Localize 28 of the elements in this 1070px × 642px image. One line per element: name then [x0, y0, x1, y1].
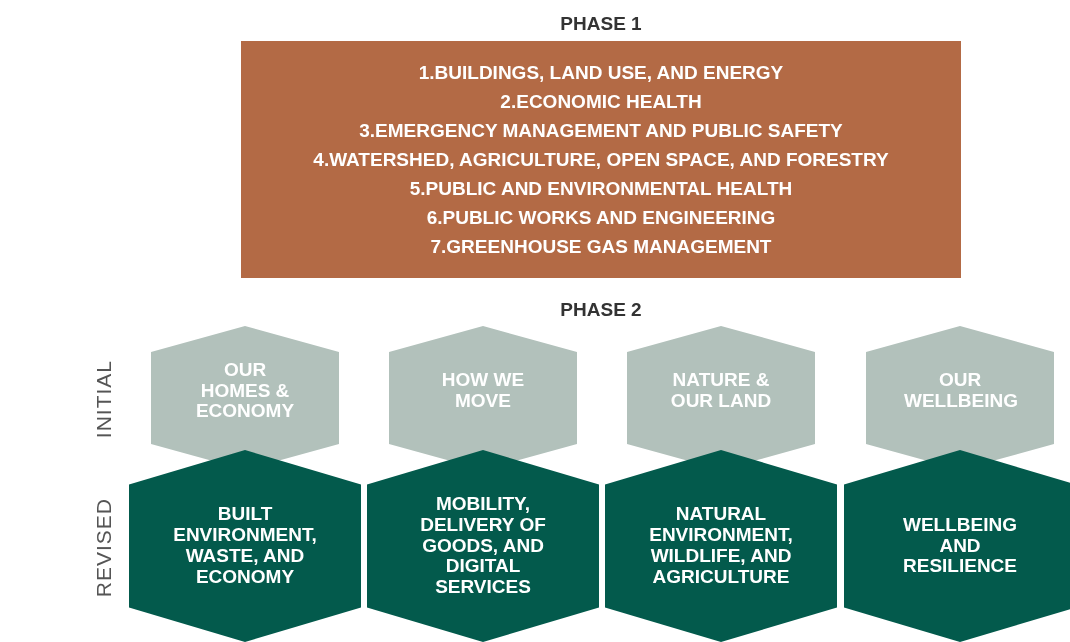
hexagon-label: OUR WELLBEING: [904, 370, 1016, 412]
hexagon: [627, 326, 815, 462]
hexagon: [844, 450, 1070, 642]
hexagon-label: HOW WE MOVE: [440, 370, 526, 412]
hexagon: [367, 450, 599, 642]
hexagon-label: BUILT ENVIRONMENT, WASTE, AND ECONOMY: [172, 504, 318, 588]
row-label: REVISED: [92, 498, 116, 598]
hexagon: [389, 326, 577, 462]
phase-box: [241, 41, 961, 278]
hexagon-label: WELLBEING AND RESILIENCE: [902, 514, 1018, 578]
list-item: 3.EMERGENCY MANAGEMENT AND PUBLIC SAFETY: [359, 119, 843, 143]
phase-heading: PHASE 1: [559, 13, 643, 35]
hexagon-label: NATURE & OUR LAND: [669, 370, 773, 412]
hexagon: [605, 450, 837, 642]
list-item: 5.PUBLIC AND ENVIRONMENTAL HEALTH: [409, 177, 793, 201]
hexagon-label: MOBILITY, DELIVERY OF GOODS, AND DIGITAL SERVICES: [419, 493, 547, 599]
hexagon: [129, 450, 361, 642]
list-item: 1.BUILDINGS, LAND USE, AND ENERGY: [418, 61, 784, 85]
phase-heading: PHASE 2: [559, 299, 643, 321]
list-item: 6.PUBLIC WORKS AND ENGINEERING: [426, 206, 776, 230]
list-item: 4.WATERSHED, AGRICULTURE, OPEN SPACE, AND FORESTRY: [313, 148, 889, 172]
list-item: 7.GREENHOUSE GAS MANAGEMENT: [430, 235, 772, 259]
row-label: INITIAL: [92, 360, 116, 439]
hexagon-label: OUR HOMES & ECONOMY: [194, 359, 296, 423]
hexagon-label: NATURAL ENVIRONMENT, WILDLIFE, AND AGRICULTURE: [648, 504, 794, 588]
hexagon: [151, 326, 339, 462]
hexagon: [866, 326, 1054, 462]
list-item: 2.ECONOMIC HEALTH: [500, 90, 702, 114]
